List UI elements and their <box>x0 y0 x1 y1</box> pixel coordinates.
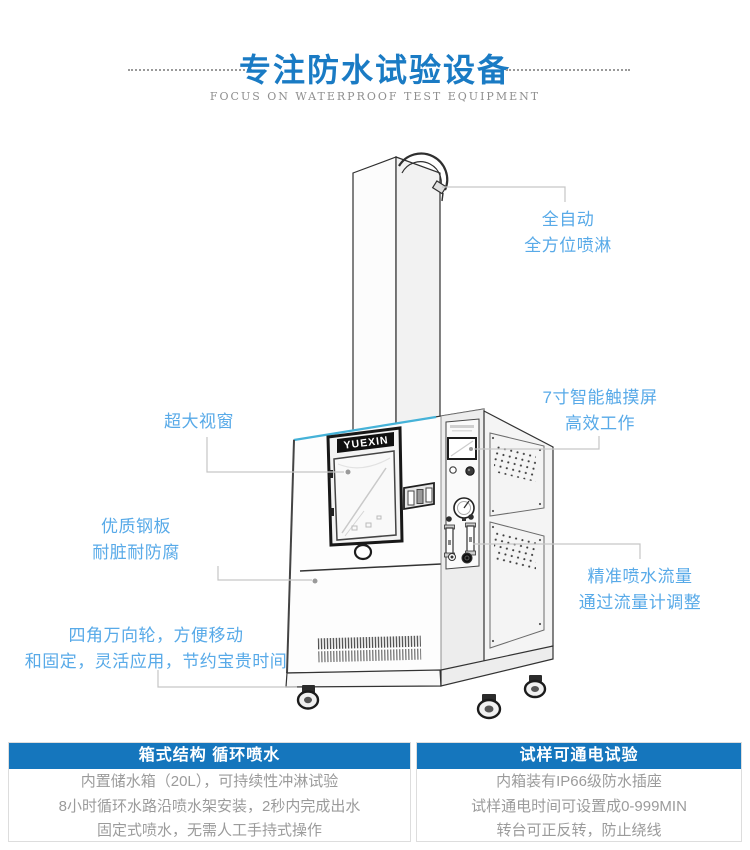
callout-large-window: 超大视窗 <box>164 409 234 435</box>
page-title: 专注防水试验设备 <box>238 52 511 88</box>
callout-line: 精准喷水流量 <box>587 567 693 586</box>
feature-title: 箱式结构 循环喷水 <box>9 743 410 769</box>
side-panel <box>483 410 554 671</box>
callout-steel-plate: 优质钢板 耐脏耐防腐 <box>92 514 180 566</box>
logo-plate <box>337 432 394 453</box>
callout-touch-screen: 7寸智能触摸屏 高效工作 <box>543 385 658 437</box>
feature-text-line: 内箱装有IP66级防水插座 <box>496 773 662 790</box>
callout-full-auto-spray: 全自动 全方位喷淋 <box>524 207 612 259</box>
callout-line: 优质钢板 <box>101 517 171 536</box>
control-column <box>440 408 485 672</box>
callout-line: 和固定，灵活应用，节约宝贵时间 <box>24 652 288 671</box>
base-skirt <box>285 645 554 688</box>
callout-lines <box>157 186 641 688</box>
vent-holes-lower <box>494 529 536 572</box>
page-subtitle: FOCUS ON WATERPROOF TEST EQUIPMENT <box>209 90 541 103</box>
viewing-window: YUEXIN <box>326 426 404 561</box>
flow-valve <box>461 552 473 564</box>
callout-flow-meter: 精准喷水流量 通过流量计调整 <box>579 564 702 616</box>
callout-casters: 四角万向轮，方便移动 和固定，灵活应用，节约宝贵时间 <box>25 623 288 675</box>
switch-panel <box>403 481 435 511</box>
pressure-gauge <box>453 497 475 521</box>
header-dotted-line-right <box>506 69 630 71</box>
header-dotted-line-left <box>128 69 252 71</box>
vent-slats <box>317 635 422 663</box>
callout-line: 耐脏耐防腐 <box>92 543 180 562</box>
callout-line: 7寸智能触摸屏 <box>542 388 658 407</box>
feature-box-structure: 箱式结构 循环喷水 内置储水箱（20L），可持续性冲淋试验 8小时循环水路沿喷水… <box>8 742 411 842</box>
spray-tower <box>352 156 441 433</box>
feature-text-line: 试样通电时间可设置成0-999MIN <box>471 797 687 815</box>
callout-dots <box>312 447 473 584</box>
logo-text: YUEXIN <box>343 434 389 451</box>
caster-wheels <box>296 675 547 720</box>
control-knob <box>465 466 475 476</box>
callout-line: 四角万向轮，方便移动 <box>68 626 244 645</box>
power-button <box>449 466 457 474</box>
callout-line: 全方位喷淋 <box>524 236 612 255</box>
door-knob <box>353 543 373 561</box>
feature-text-line: 转台可正反转，防止绕线 <box>496 822 662 839</box>
callout-line: 高效工作 <box>565 414 635 433</box>
vent-holes-upper <box>494 444 536 482</box>
machine-illustration: YUEXIN <box>157 152 641 720</box>
feature-text-line: 固定式喷水，无需人工手持式操作 <box>96 822 322 839</box>
feature-text-line: 内置储水箱（20L），可持续性冲淋试验 <box>80 773 339 790</box>
callout-line: 超大视窗 <box>164 412 234 431</box>
hose-arc-icon <box>398 152 449 202</box>
callout-line: 全自动 <box>541 210 595 229</box>
feature-title: 试样可通电试验 <box>417 743 741 769</box>
callout-line: 通过流量计调整 <box>578 593 702 612</box>
feature-text-line: 8小时循环水路沿喷水架安装，2秒内完成出水 <box>58 797 361 815</box>
feature-box-power-test: 试样可通电试验 内箱装有IP66级防水插座 试样通电时间可设置成0-999MIN… <box>416 742 742 842</box>
